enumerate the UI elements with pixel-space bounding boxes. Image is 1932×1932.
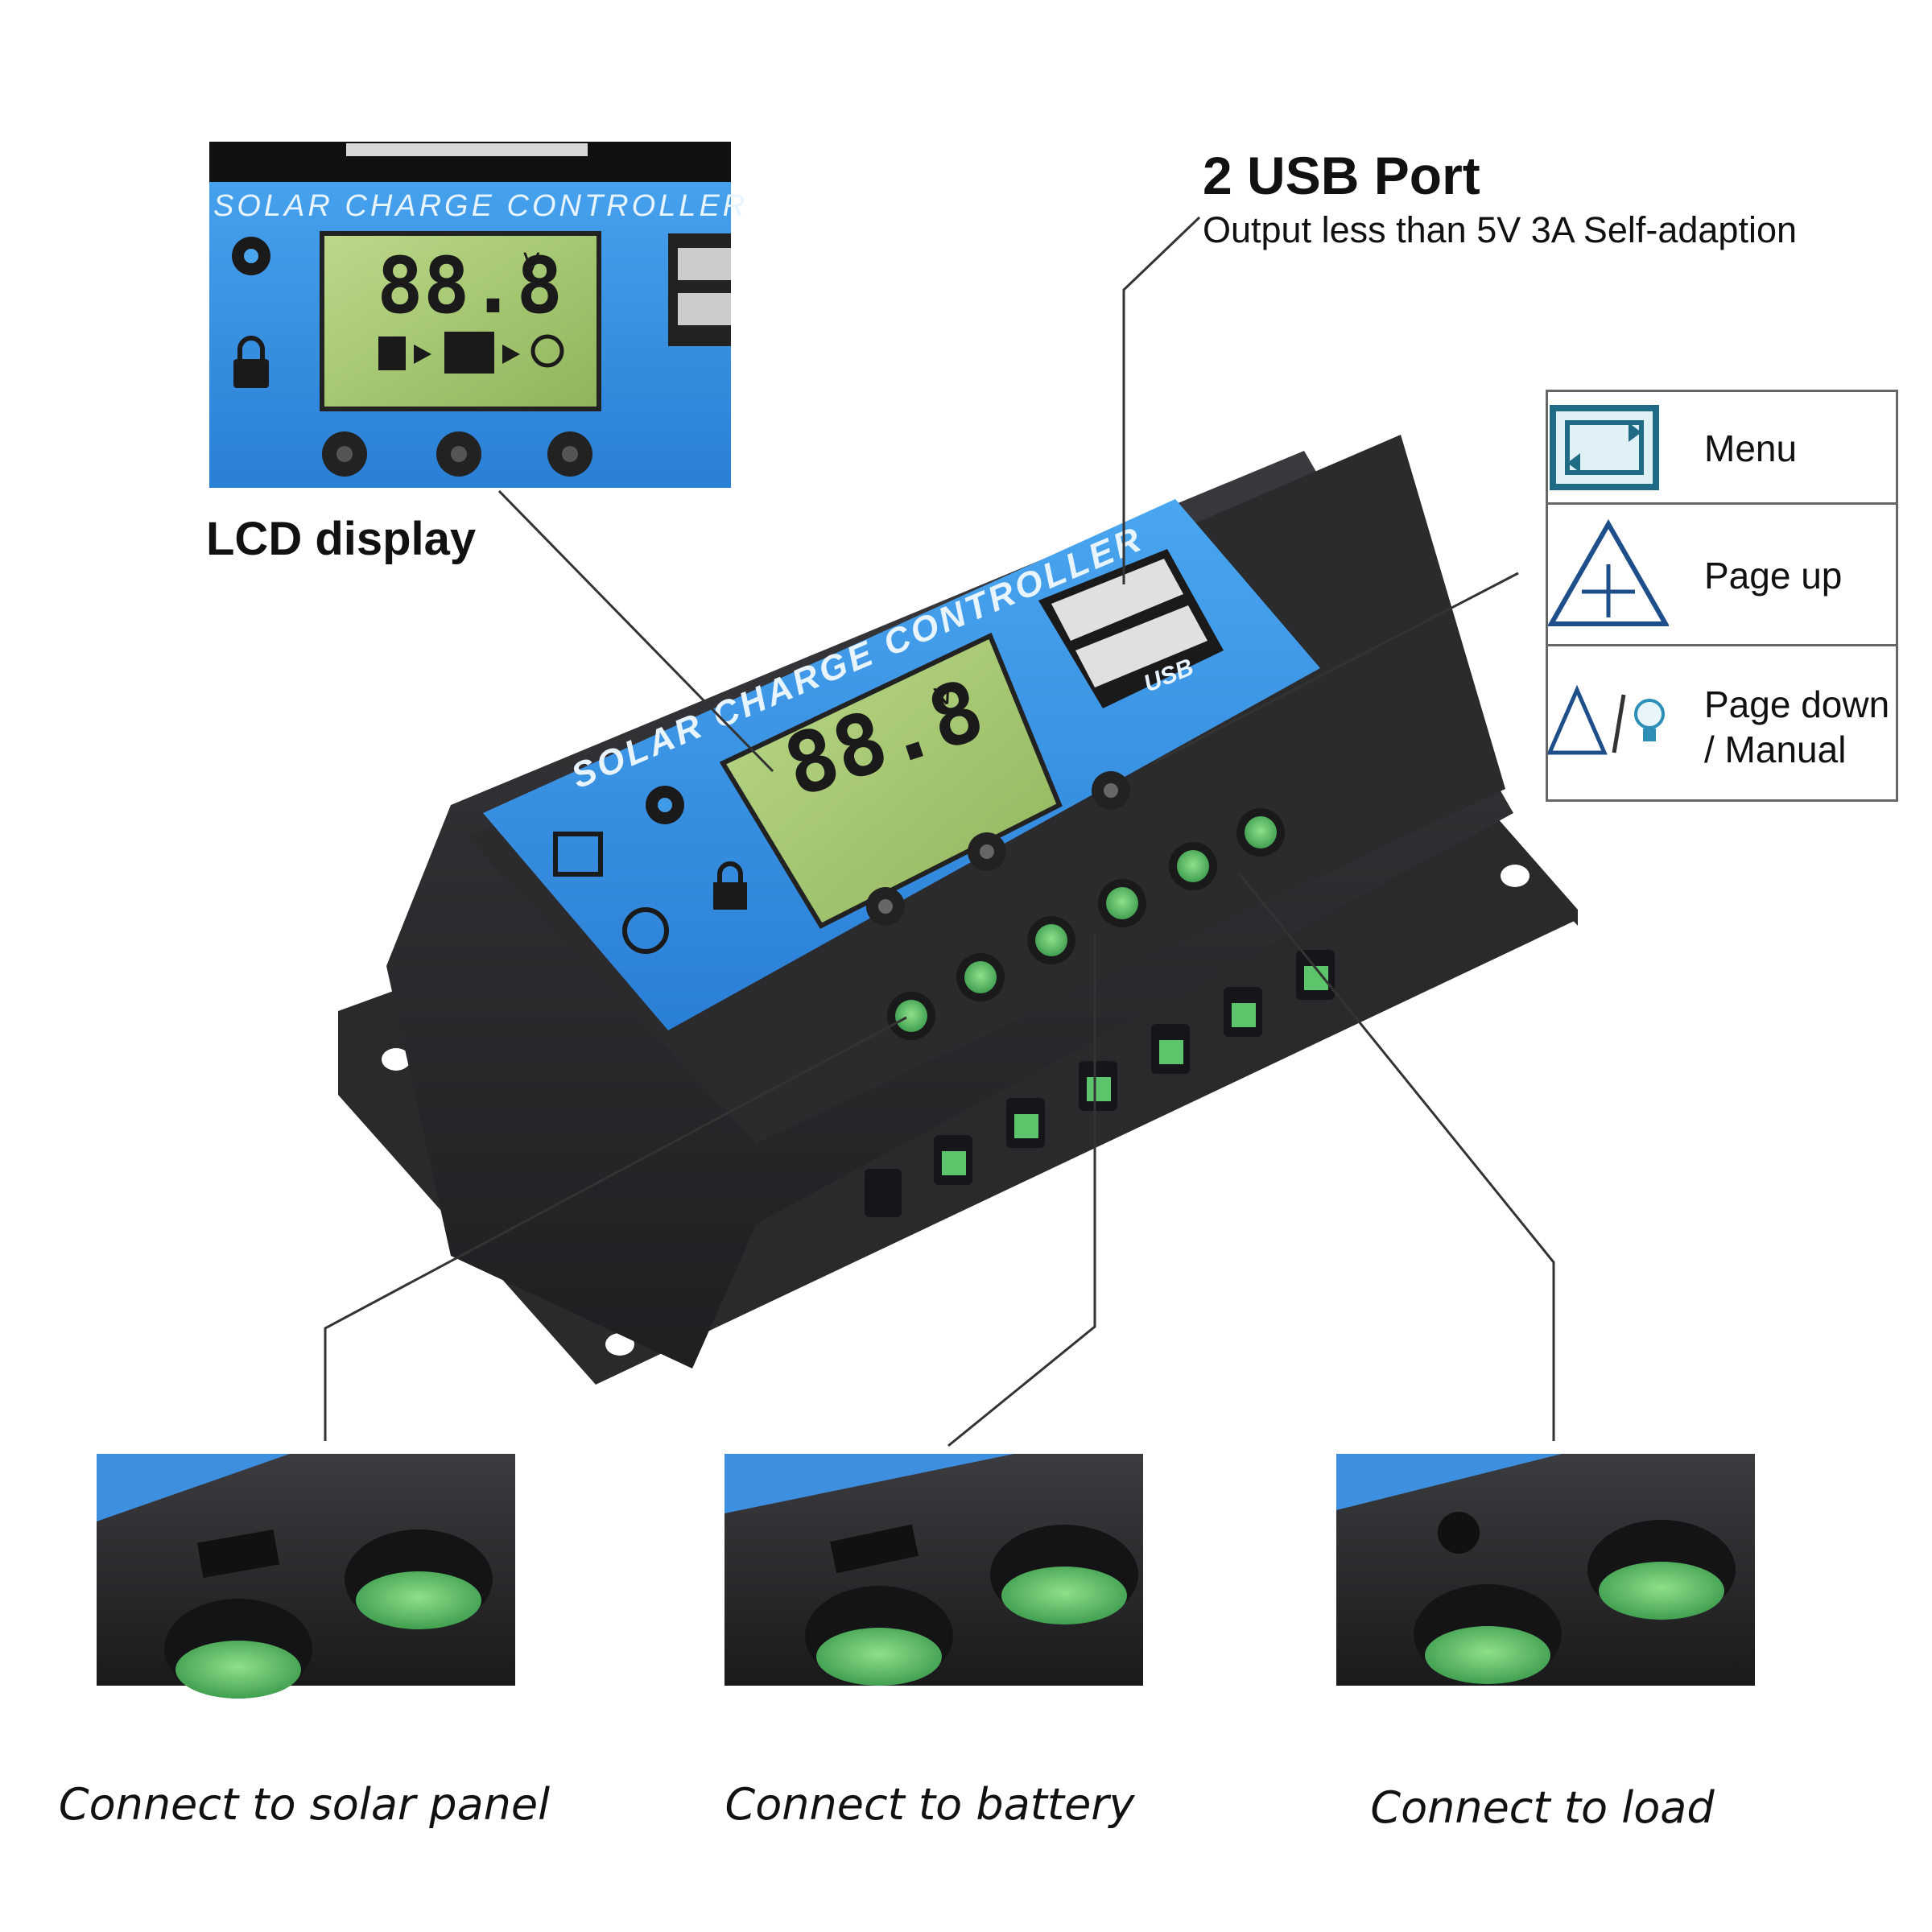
terminal-photo-solar	[97, 1454, 515, 1699]
closeup-lcd-unit: V	[523, 249, 540, 277]
device-menu-icon	[553, 832, 603, 877]
caption-load: Connect to load	[1370, 1782, 1715, 1833]
device-buttons	[866, 771, 1130, 926]
leader-lines	[324, 216, 1555, 1447]
legend-page-up-label: Page up	[1704, 555, 1843, 597]
leader-usb	[1122, 216, 1201, 584]
leader-buttons	[1155, 572, 1519, 763]
caption-solar-panel: Connect to solar panel	[58, 1779, 551, 1830]
charge-controller-device: SOLAR CHARGE CONTROLLER 88.8 V USB	[338, 435, 1578, 1385]
leader-battery	[947, 934, 1096, 1447]
device-usb-ports: USB	[1038, 549, 1224, 708]
closeup-flow-icons	[378, 332, 564, 374]
lcd-display-label: LCD display	[206, 513, 477, 565]
page-down-manual-icon	[1548, 685, 1665, 755]
legend-menu-label: Menu	[1704, 427, 1798, 469]
closeup-buttons	[322, 431, 592, 477]
closeup-lock-icon	[233, 336, 269, 388]
leader-solar	[324, 1016, 907, 1441]
device-wire-slots	[865, 950, 1335, 1217]
usb-port-subtitle: Output less than 5V 3A Self-adaption	[1203, 209, 1797, 250]
legend-row-page-up: Page up	[1548, 505, 1896, 646]
page-up-icon	[1548, 519, 1669, 626]
lcd-closeup-photo: SOLAR CHARGE CONTROLLER 88.8 V	[209, 142, 748, 488]
menu-icon	[1550, 405, 1659, 490]
device-screw-terminals	[887, 808, 1285, 1040]
usb-port-title: 2 USB Port	[1203, 146, 1480, 205]
terminal-photo-battery	[724, 1454, 1143, 1686]
legend-page-down-line1: Page down	[1704, 683, 1890, 725]
legend-row-page-down: Page down / Manual	[1548, 646, 1896, 799]
legend-page-down-label: Page down / Manual	[1704, 682, 1889, 772]
button-legend: Menu Page up Page down / Manual	[1546, 390, 1898, 802]
legend-row-menu: Menu	[1548, 392, 1896, 505]
leader-load	[1238, 873, 1555, 1441]
legend-page-down-line2: / Manual	[1704, 729, 1847, 770]
caption-battery: Connect to battery	[724, 1779, 1135, 1830]
terminal-photo-load	[1336, 1454, 1755, 1686]
leader-lcd	[497, 489, 774, 773]
closeup-panel-text: SOLAR CHARGE CONTROLLER	[213, 189, 748, 223]
device-gear-icon	[646, 786, 684, 824]
device-clock-icon	[622, 907, 669, 954]
closeup-gear-icon	[232, 237, 270, 275]
device-lock-icon	[713, 861, 747, 910]
closeup-lcd-readout: 88.8	[377, 241, 563, 331]
